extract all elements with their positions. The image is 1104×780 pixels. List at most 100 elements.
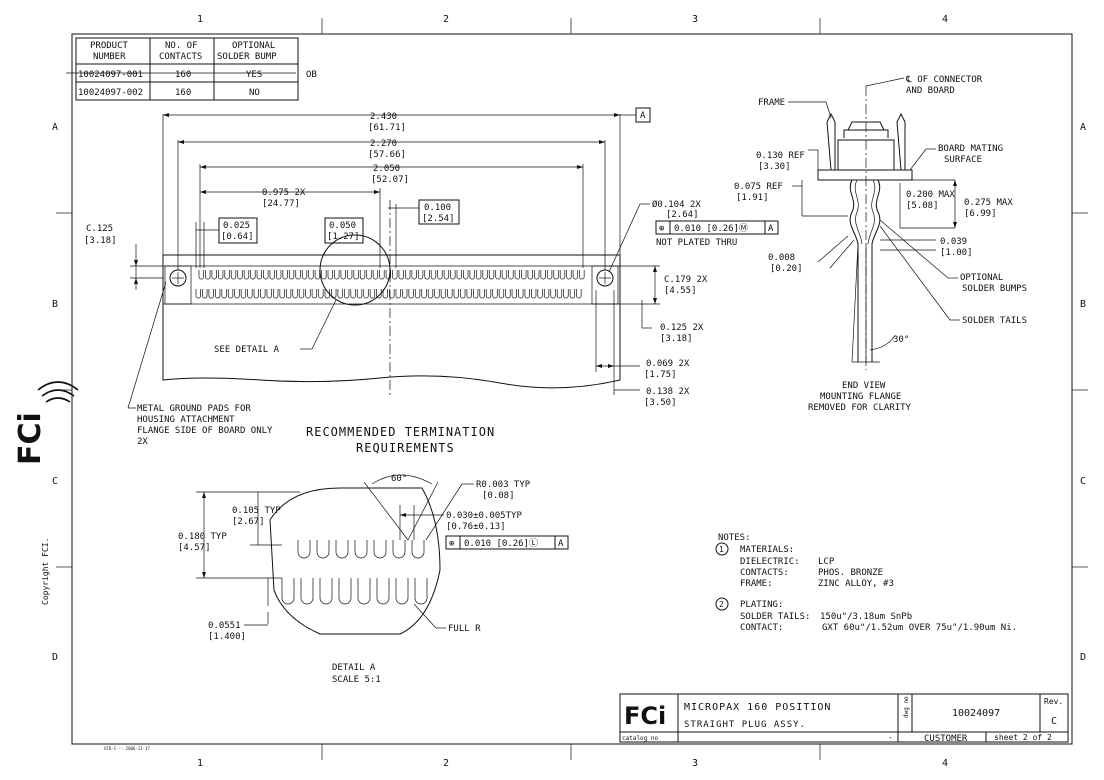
detail-pad-bottom — [300, 578, 314, 605]
contact-pad — [495, 270, 501, 280]
contact-pad — [359, 270, 366, 280]
contact-pad — [424, 270, 430, 280]
contact-pad — [263, 270, 269, 280]
dim-0008: 0.008 — [768, 253, 795, 263]
grid-row-c-left: C — [52, 476, 58, 487]
dim-0200-max-mm: [5.08] — [906, 201, 939, 211]
end-view-caption-line1: END VIEW — [842, 381, 886, 391]
note-frame-label: FRAME: — [740, 579, 773, 589]
contact-pad — [398, 270, 404, 280]
contact-pad — [389, 289, 395, 299]
grid-col-1-bottom: 1 — [197, 758, 203, 769]
contact-pad — [202, 289, 208, 299]
contact-pad — [318, 289, 324, 299]
detail-position-tol: 0.010 [0.26]Ⓛ — [464, 538, 538, 549]
contact-pad — [295, 270, 301, 280]
table-cell-r1-c3: YES — [246, 70, 262, 80]
dim-0125-mm: [3.18] — [660, 334, 693, 344]
board-mating-line2: SURFACE — [944, 155, 982, 165]
grid-row-a-right: A — [1080, 122, 1086, 133]
contact-pad — [553, 270, 559, 280]
metal-pads-line3: FLANGE SIDE OF BOARD ONLY — [137, 426, 273, 436]
grid-col-4-bottom: 4 — [942, 758, 948, 769]
detail-position-symbol: ⊕ — [449, 539, 454, 549]
contact-pad — [576, 289, 582, 299]
grid-row-d-right: D — [1080, 652, 1086, 663]
contact-pad — [382, 289, 388, 299]
dim-hole-mm: [2.64] — [666, 210, 699, 220]
contact-pad — [269, 270, 275, 280]
detail-a: 60° R0.003 TYP [0.08] 0.105 TYP [2.67] 0… — [178, 474, 569, 685]
contact-pad — [292, 289, 298, 299]
sheet-label: sheet 2 of 2 — [994, 733, 1052, 742]
dim-0039: 0.039 — [940, 237, 967, 247]
contact-pad — [260, 289, 266, 299]
contact-pad — [250, 270, 256, 280]
dim-0130-ref: 0.130 REF — [756, 151, 805, 161]
contact-pad — [546, 270, 553, 280]
contact-pad — [305, 289, 311, 299]
title-block-logo: FCi — [624, 702, 666, 730]
dim-overall: 2.430 — [370, 112, 397, 122]
contact-pad — [363, 289, 369, 299]
contact-pad — [563, 289, 569, 299]
contact-pad — [566, 270, 572, 280]
contact-pad — [385, 270, 391, 280]
contact-pad — [540, 270, 546, 280]
dim-0180: 0.180 TYP — [178, 532, 227, 542]
table-header-contacts: CONTACTS — [159, 52, 202, 62]
detail-a-caption: DETAIL A — [332, 663, 376, 673]
note-plating: PLATING: — [740, 600, 783, 610]
contact-pad — [417, 270, 424, 280]
contact-pad — [440, 289, 447, 299]
contact-pad — [266, 289, 272, 299]
note-dielectric-label: DIELECTRIC: — [740, 557, 800, 567]
rev-value: C — [1051, 716, 1057, 727]
dim-2270-mm: [57.66] — [368, 150, 406, 160]
hole-position-datum: A — [768, 224, 774, 234]
detail-pad-bottom — [376, 578, 390, 605]
drawing-number: 10024097 — [952, 708, 1000, 719]
hole-position-tol: 0.010 [0.26]Ⓜ — [674, 223, 748, 234]
detail-pad-top — [297, 540, 311, 559]
contact-pad — [511, 289, 517, 299]
contact-pad — [379, 270, 385, 280]
dim-0030: 0.030±0.005TYP — [446, 511, 522, 521]
solder-tail-angle: 30° — [893, 335, 909, 345]
note-frame-value: ZINC ALLOY, #3 — [818, 579, 894, 589]
contact-pad — [476, 270, 482, 280]
contact-pad — [308, 270, 314, 280]
recommended-title-line1: RECOMMENDED TERMINATION — [306, 425, 495, 439]
contact-pad — [247, 289, 253, 299]
contact-pad — [492, 289, 498, 299]
contact-pad — [208, 289, 214, 299]
contact-pad — [340, 270, 346, 280]
catalog-label: catalog no — [622, 735, 659, 742]
solder-bumps-line1: OPTIONAL — [960, 273, 1003, 283]
contact-pad — [230, 270, 237, 280]
table-cell-r2-c1: 10024097-002 — [78, 88, 143, 98]
dim-overall-mm: [61.71] — [368, 123, 406, 133]
contact-pad — [521, 270, 527, 280]
contact-pad — [334, 270, 340, 280]
contact-pad — [453, 289, 459, 299]
contact-pad — [501, 270, 508, 280]
detail-pad-top — [411, 540, 425, 559]
contact-pad — [447, 289, 453, 299]
contact-pad — [215, 289, 221, 299]
side-logo: FCi — [13, 412, 48, 465]
note-solder-tails-label: SOLDER TAILS: — [740, 612, 810, 622]
contact-pad — [405, 270, 411, 280]
contact-pad — [556, 289, 563, 299]
grid-row-b-right: B — [1080, 299, 1086, 310]
contact-pad — [518, 289, 524, 299]
contact-pad — [531, 289, 537, 299]
contact-pad — [392, 270, 398, 280]
dim-0050: 0.050 — [329, 221, 356, 231]
cl-connector-label: ℄ OF CONNECTOR — [905, 75, 983, 85]
detail-pad-bottom — [338, 578, 352, 605]
dim-0030-mm: [0.76±0.13] — [446, 522, 506, 532]
detail-pad-top — [335, 540, 349, 559]
contact-pad — [372, 270, 379, 280]
contact-pad — [288, 270, 295, 280]
